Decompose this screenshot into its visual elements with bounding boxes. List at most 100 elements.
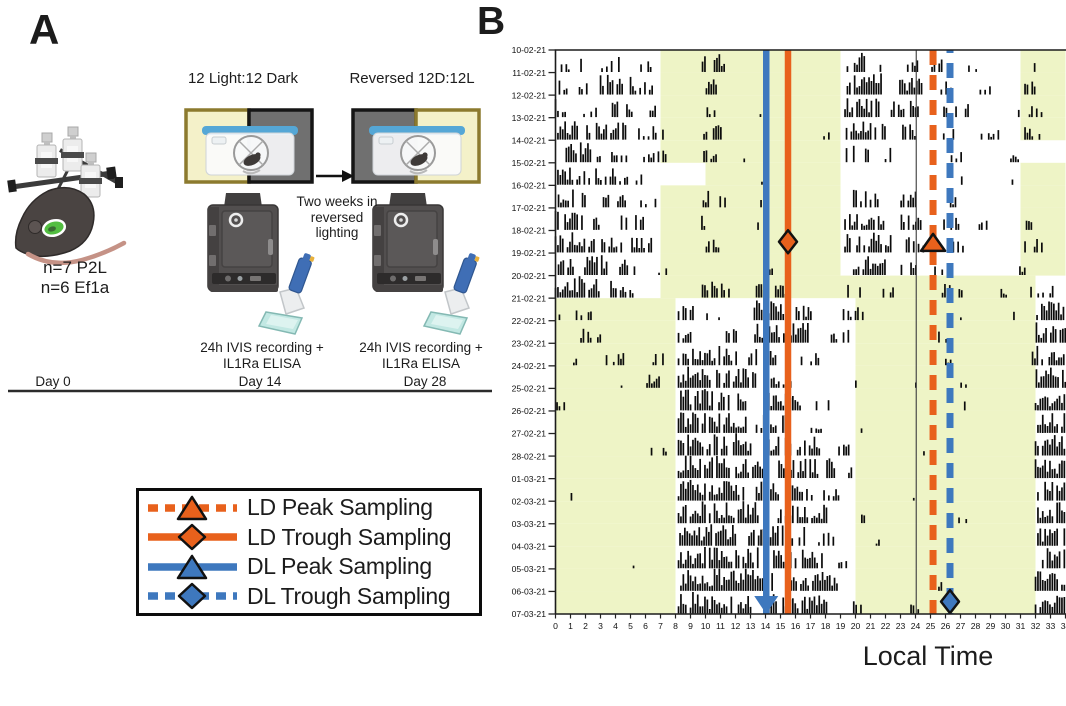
activity-bar — [791, 538, 794, 546]
activity-bar — [581, 192, 584, 208]
activity-bar — [752, 562, 754, 569]
activity-bar — [732, 422, 735, 433]
activity-bar — [680, 472, 682, 479]
activity-bar — [713, 60, 716, 72]
activity-bar — [744, 369, 747, 388]
activity-bar — [698, 527, 701, 546]
activity-bar — [867, 130, 869, 140]
activity-bar — [649, 67, 652, 72]
activity-bar — [782, 384, 785, 388]
activity-bar — [712, 128, 715, 140]
activity-bar — [718, 568, 721, 591]
activity-bar — [742, 608, 745, 614]
activity-bar — [1041, 541, 1044, 546]
activity-bar — [595, 122, 598, 140]
activity-bar — [816, 517, 818, 524]
activity-bar — [740, 602, 742, 614]
activity-bar — [782, 285, 784, 298]
activity-bar — [724, 197, 726, 208]
activity-bar — [569, 134, 571, 140]
date-label: 18-02-21 — [512, 226, 547, 236]
activity-bar — [735, 466, 737, 479]
hour-label: 23 — [896, 621, 906, 631]
activity-bar — [1053, 531, 1056, 546]
activity-bar — [572, 150, 575, 163]
activity-bar — [876, 265, 879, 275]
activity-bar — [701, 501, 704, 524]
light-band — [705, 162, 841, 186]
activity-bar — [1041, 242, 1043, 253]
activity-bar — [630, 111, 633, 117]
activity-bar — [654, 198, 657, 208]
activity-bar — [711, 391, 713, 411]
activity-bar — [777, 289, 779, 298]
hour-label: 12 — [731, 621, 741, 631]
activity-bar — [1056, 595, 1058, 614]
activity-bar — [774, 532, 777, 546]
activity-bar — [619, 196, 622, 208]
activity-bar — [796, 486, 799, 501]
activity-bar — [820, 428, 822, 433]
activity-bar — [855, 130, 857, 140]
activity-bar — [861, 106, 863, 118]
activity-bar — [716, 575, 718, 591]
activity-bar — [699, 492, 701, 501]
activity-bar — [817, 357, 820, 366]
activity-bar — [958, 289, 961, 298]
activity-bar — [960, 152, 962, 163]
activity-bar — [808, 445, 811, 456]
activity-bar — [770, 450, 773, 456]
activity-bar — [692, 592, 694, 614]
activity-bar — [682, 506, 685, 524]
activity-bar — [650, 447, 653, 456]
activity-bar — [980, 133, 983, 140]
activity-bar — [855, 269, 857, 275]
activity-bar — [599, 156, 601, 163]
legend-item-dl-peak: DL Peak Sampling — [145, 552, 473, 581]
activity-bar — [912, 106, 914, 117]
activity-bar — [775, 601, 777, 614]
activity-bar — [1037, 571, 1039, 591]
activity-bar — [910, 262, 912, 275]
activity-bar — [647, 61, 650, 72]
activity-bar — [696, 359, 699, 366]
activity-bar — [701, 360, 704, 366]
activity-bar — [804, 329, 807, 343]
activity-bar — [557, 264, 560, 275]
activity-bar — [1063, 584, 1066, 591]
hour-label: 18 — [821, 621, 831, 631]
diamond-marker-icon — [177, 583, 207, 610]
light-band — [1020, 117, 1066, 141]
activity-bar — [810, 361, 812, 366]
activity-bar — [680, 440, 682, 456]
light-band — [855, 298, 1036, 321]
activity-bar — [581, 246, 583, 253]
activity-bar — [873, 232, 875, 253]
diamond-marker-icon — [777, 229, 799, 255]
activity-bar — [759, 578, 761, 591]
activity-bar — [713, 494, 716, 501]
activity-bar — [706, 375, 709, 388]
activity-bar — [903, 222, 905, 230]
hour-label: 28 — [971, 621, 981, 631]
activity-bar — [870, 217, 873, 230]
activity-bar — [705, 202, 707, 208]
panel-b-label: B — [477, 0, 506, 43]
activity-bar — [772, 427, 775, 433]
activity-bar — [855, 190, 857, 208]
activity-bar — [699, 515, 701, 524]
activity-bar — [692, 465, 694, 478]
activity-bar — [1034, 403, 1037, 411]
activity-bar — [884, 259, 886, 275]
activity-bar — [692, 563, 694, 569]
activity-bar — [689, 424, 692, 433]
activity-bar — [914, 191, 917, 208]
activity-bar — [912, 605, 915, 614]
activity-bar — [960, 290, 963, 298]
activity-bar — [847, 284, 849, 298]
activity-bar — [874, 193, 877, 208]
activity-bar — [696, 417, 699, 433]
activity-bar — [632, 86, 634, 95]
hour-label: 27 — [956, 621, 966, 631]
activity-bar — [684, 505, 687, 524]
